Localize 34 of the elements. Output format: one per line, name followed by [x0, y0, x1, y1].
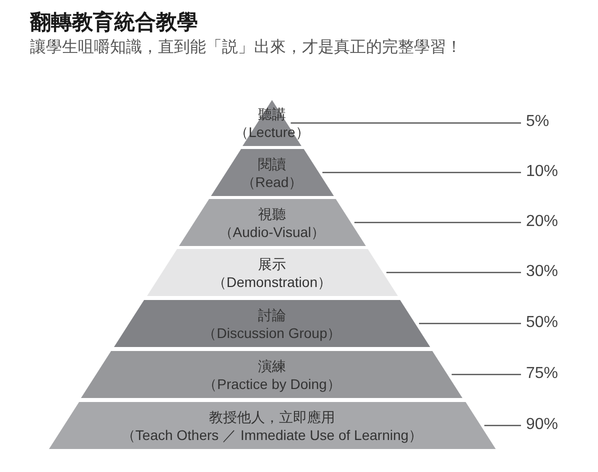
leader-line: [290, 122, 521, 124]
level-label: （Read）: [241, 172, 303, 190]
percentage-label: 30%: [526, 262, 558, 280]
percentage-label: 20%: [526, 212, 558, 230]
percentage-label: 10%: [526, 162, 558, 180]
pyramid-level: [81, 351, 463, 398]
level-label: 展示: [258, 254, 286, 272]
level-label: 演練: [258, 356, 286, 374]
leader-line: [419, 322, 521, 324]
percentage-label: 50%: [526, 314, 558, 332]
leader-line: [322, 172, 521, 174]
level-label: （Practice by Doing）: [203, 374, 341, 392]
level-label: 視聽: [258, 204, 286, 222]
title: 翻轉教育統合教學: [30, 9, 198, 36]
level-label: （Teach Others ／ Immediate Use of Learning）: [121, 426, 423, 444]
level-label: 教授他人，立即應用: [208, 408, 335, 426]
level-label: 閱讀: [258, 154, 286, 172]
level-label: 討論: [258, 306, 286, 324]
leader-line: [452, 374, 521, 376]
pyramid-level: [210, 149, 334, 196]
level-label: （Discussion Group）: [202, 324, 342, 342]
leader-line: [354, 222, 521, 224]
leader-line: [386, 272, 521, 274]
percentage-label: 75%: [526, 364, 558, 382]
level-label: （Demonstration）: [212, 272, 332, 290]
pyramid-level: [178, 199, 366, 246]
percentage-label: 5%: [526, 113, 550, 131]
pyramid-level: [48, 402, 496, 449]
pyramid-level: [114, 300, 430, 347]
leader-line: [484, 424, 521, 426]
subtitle: 讓學生咀嚼知識，直到能「説」出來，才是真正的完整學習！: [30, 38, 462, 58]
level-label: （Audio-Visual）: [218, 222, 326, 240]
percentage-label: 90%: [526, 416, 558, 434]
pyramid-level: [146, 249, 398, 296]
